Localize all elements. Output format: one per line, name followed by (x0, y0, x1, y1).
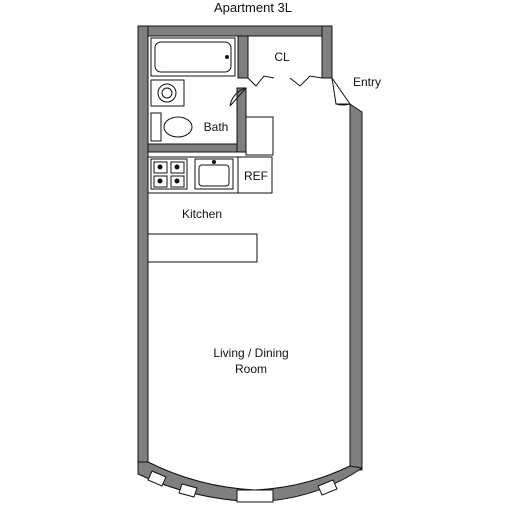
room-label-ref: REF (244, 169, 268, 183)
room-label-living-line1: Living / Dining (213, 346, 288, 360)
stove (150, 158, 188, 190)
kitchen-sink (194, 158, 234, 190)
closet-doors (247, 75, 323, 87)
bay-windows (147, 470, 338, 503)
entry-label: Entry (353, 75, 381, 89)
room-label-closet: CL (274, 50, 290, 64)
kitchen-island (147, 233, 258, 263)
toilet (150, 112, 193, 142)
entry-door (331, 77, 351, 106)
bath-door (229, 87, 247, 107)
kitchen-counter (147, 116, 274, 194)
room-label-living-line2: Room (235, 362, 267, 376)
room-label-kitchen: Kitchen (182, 207, 222, 221)
bathtub (150, 37, 236, 77)
outer-walls (137, 25, 363, 503)
sink-bath (150, 79, 185, 107)
plan-title: Apartment 3L (214, 0, 292, 15)
room-label-bath: Bath (204, 120, 229, 134)
